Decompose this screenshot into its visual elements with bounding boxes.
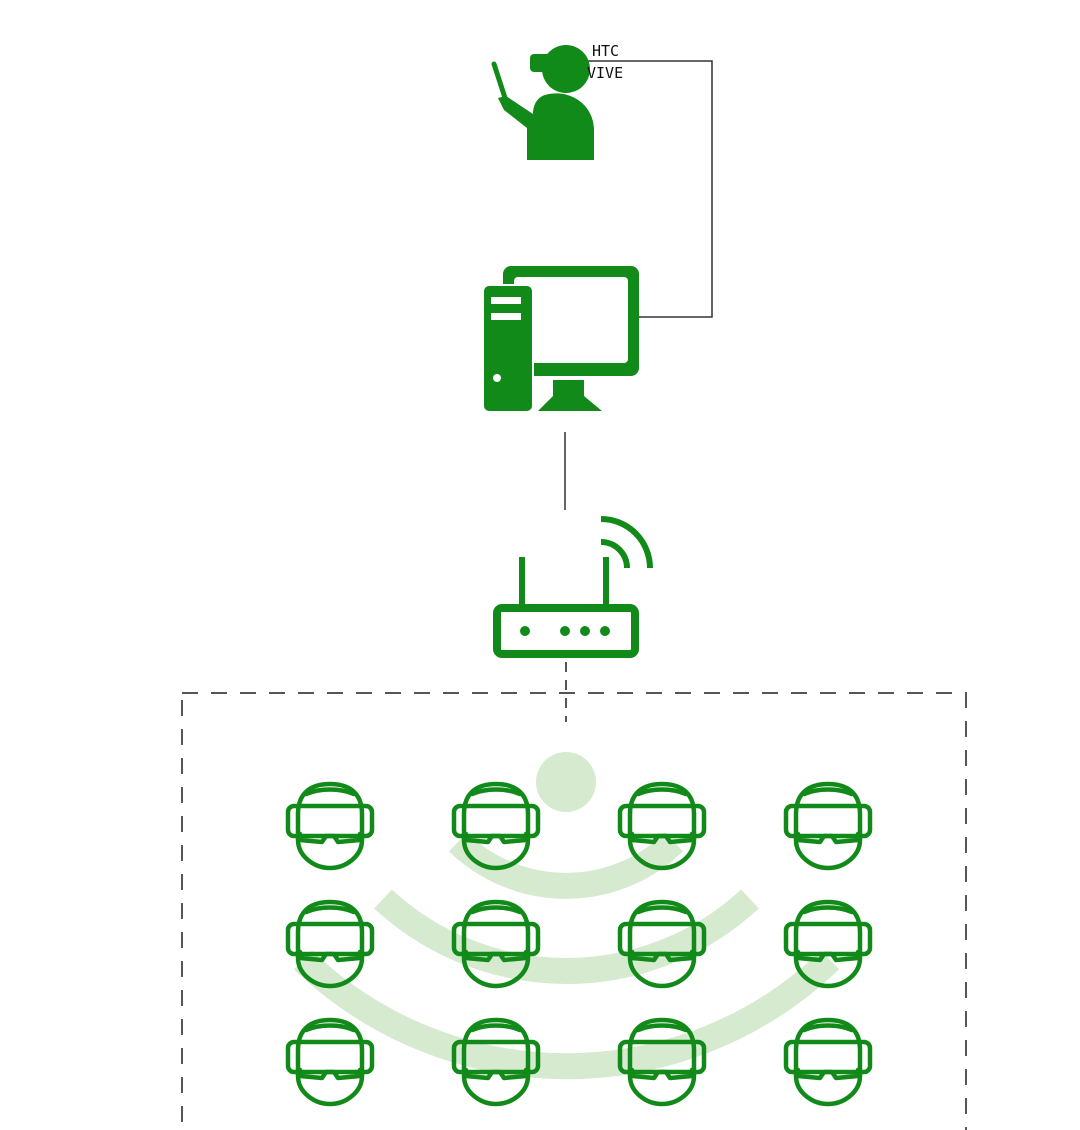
student-vr-headset-icon [285, 781, 375, 871]
headset-to-computer-cable [585, 60, 713, 318]
student-vr-headset-icon [451, 781, 541, 871]
desktop-computer-icon [482, 266, 639, 412]
wifi-signal-icon [293, 752, 840, 1080]
teacher-vr-icon [491, 45, 594, 160]
headset-label-line2: VIVE [587, 64, 623, 82]
student-vr-headset-icon [617, 1017, 707, 1107]
student-vr-headset-icon [451, 899, 541, 989]
student-vr-headset-icon [285, 1017, 375, 1107]
student-vr-headset-icon [617, 899, 707, 989]
student-vr-headset-icon [451, 1017, 541, 1107]
student-grid [285, 781, 873, 1107]
wifi-router-icon [493, 516, 653, 658]
student-vr-headset-icon [285, 899, 375, 989]
student-vr-headset-icon [783, 781, 873, 871]
student-vr-headset-icon [617, 781, 707, 871]
student-area-boundary [181, 692, 967, 1130]
student-vr-headset-icon [783, 1017, 873, 1107]
student-vr-headset-icon [783, 899, 873, 989]
headset-label-line1: HTC [592, 42, 619, 60]
